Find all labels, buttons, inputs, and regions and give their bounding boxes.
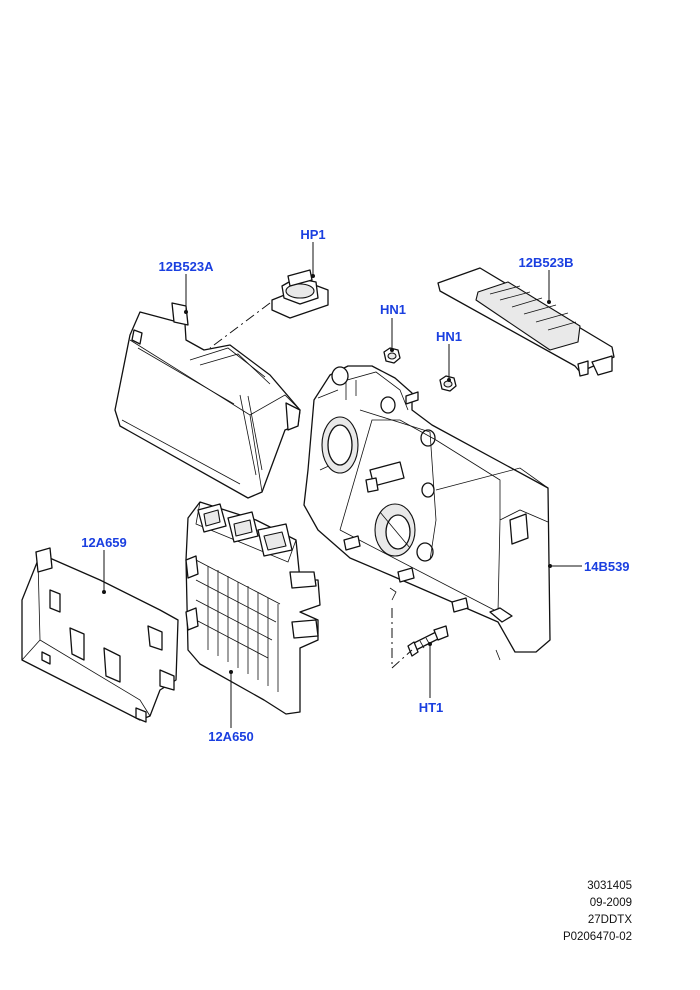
- leader-dots: [102, 274, 552, 674]
- callout-ht1: HT1: [419, 700, 444, 715]
- drawing-number: 3031405: [587, 880, 632, 892]
- part-12b523b-lid: [437, 267, 615, 377]
- callout-12b523a: 12B523A: [159, 259, 215, 274]
- part-12b523a-cover: [114, 302, 301, 499]
- callout-12b523b: 12B523B: [519, 255, 574, 270]
- part-14b539-box: [303, 365, 551, 661]
- callout-hn1-left: HN1: [380, 302, 406, 317]
- part-reference: P0206470-02: [562, 931, 632, 943]
- part-hn1-nut-left: [383, 347, 401, 364]
- drawing-date: 09-2009: [589, 897, 632, 909]
- part-12a659-bracket: [21, 547, 179, 723]
- part-hn1-nut-right: [439, 375, 457, 392]
- part-ht1-pin: [407, 625, 449, 657]
- callout-12a659: 12A659: [81, 535, 127, 550]
- callout-hp1: HP1: [300, 227, 325, 242]
- callout-hn1-right: HN1: [436, 329, 462, 344]
- part-12a650-module: [185, 501, 321, 715]
- callout-12a650: 12A650: [208, 729, 254, 744]
- callout-14b539: 14B539: [584, 559, 630, 574]
- part-hp1-connector: [271, 269, 329, 319]
- leader-lines: [103, 242, 582, 728]
- model-code: 27DDTX: [587, 914, 632, 926]
